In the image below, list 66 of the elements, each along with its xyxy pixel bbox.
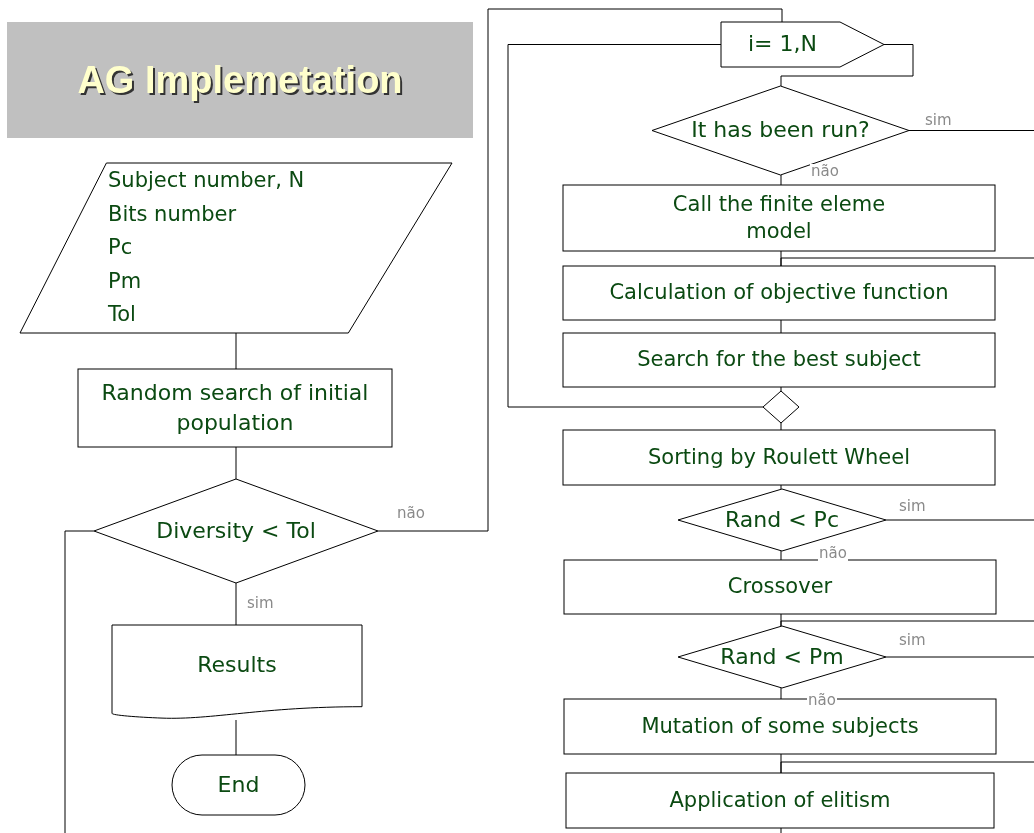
connector-line <box>235 332 237 370</box>
step-text: Rand < Pc <box>725 505 839 534</box>
step-text: It has been run? <box>691 116 870 145</box>
edge-label: sim <box>246 596 275 611</box>
step-text: Mutation of some subjects <box>641 712 919 740</box>
connector-line <box>507 44 764 408</box>
edge-label: não <box>810 164 840 179</box>
connector-line <box>780 44 914 87</box>
connector-line <box>885 519 1034 521</box>
step-text: Search for the best subject <box>637 346 921 374</box>
edge-label: não <box>396 506 426 521</box>
connector-line <box>780 484 782 490</box>
process-box <box>563 266 995 320</box>
connector-line <box>780 550 782 561</box>
loop-limit-shape <box>721 22 884 67</box>
edge-label: sim <box>898 499 927 514</box>
step-text: Application of elitism <box>669 786 891 814</box>
connector-line <box>780 620 1034 627</box>
title: AG Implemetation <box>77 58 403 102</box>
edge-label: não <box>807 693 837 708</box>
decision-diamond <box>678 626 886 688</box>
step-text: Pm <box>108 267 142 295</box>
process-box <box>566 773 994 828</box>
edge-label: sim <box>898 633 927 648</box>
step-text: Results <box>197 651 277 680</box>
terminator-shape <box>172 755 305 815</box>
process-box <box>564 560 996 614</box>
connector-line <box>235 446 237 480</box>
connector-line <box>885 656 1034 658</box>
document-shape <box>112 625 362 720</box>
process-box <box>563 333 995 387</box>
connector-line <box>377 8 783 532</box>
step-text: Subject number, N <box>108 167 305 194</box>
process-box <box>78 369 392 447</box>
connector-line <box>780 386 782 392</box>
decision-diamond <box>652 86 909 175</box>
process-box <box>563 430 995 485</box>
edge-label: sim <box>924 113 953 128</box>
step-text: Sorting by Roulett Wheel <box>647 443 911 471</box>
step-text: Random search of initial population <box>100 379 370 437</box>
process-box <box>563 185 995 251</box>
step-text: Pc <box>108 234 133 262</box>
step-text: Calculation of objective function <box>609 279 949 307</box>
connector-line <box>780 174 782 186</box>
connector-line <box>780 319 782 334</box>
step-text: i= 1,N <box>748 30 817 59</box>
connector-line <box>780 761 1034 774</box>
connector-line <box>235 582 237 626</box>
step-text: Rand < Pm <box>720 642 844 671</box>
connector-line <box>780 827 782 833</box>
edge-label: não <box>818 546 848 561</box>
connector-line <box>780 250 782 267</box>
connector-diamond <box>763 391 799 423</box>
connector-line <box>64 530 95 833</box>
connector-line <box>235 719 237 756</box>
step-text: Crossover <box>727 573 833 601</box>
input-parallelogram <box>20 163 452 333</box>
decision-diamond <box>94 479 378 583</box>
step-text: Tol <box>108 301 136 329</box>
step-text: End <box>217 770 260 799</box>
connector-line <box>908 130 1034 131</box>
step-text: Bits number <box>108 200 237 228</box>
step-text: Diversity < Tol <box>156 516 316 545</box>
step-text: Call the finite eleme model <box>671 190 887 245</box>
connector-line <box>780 687 782 700</box>
connector-line <box>780 422 782 431</box>
